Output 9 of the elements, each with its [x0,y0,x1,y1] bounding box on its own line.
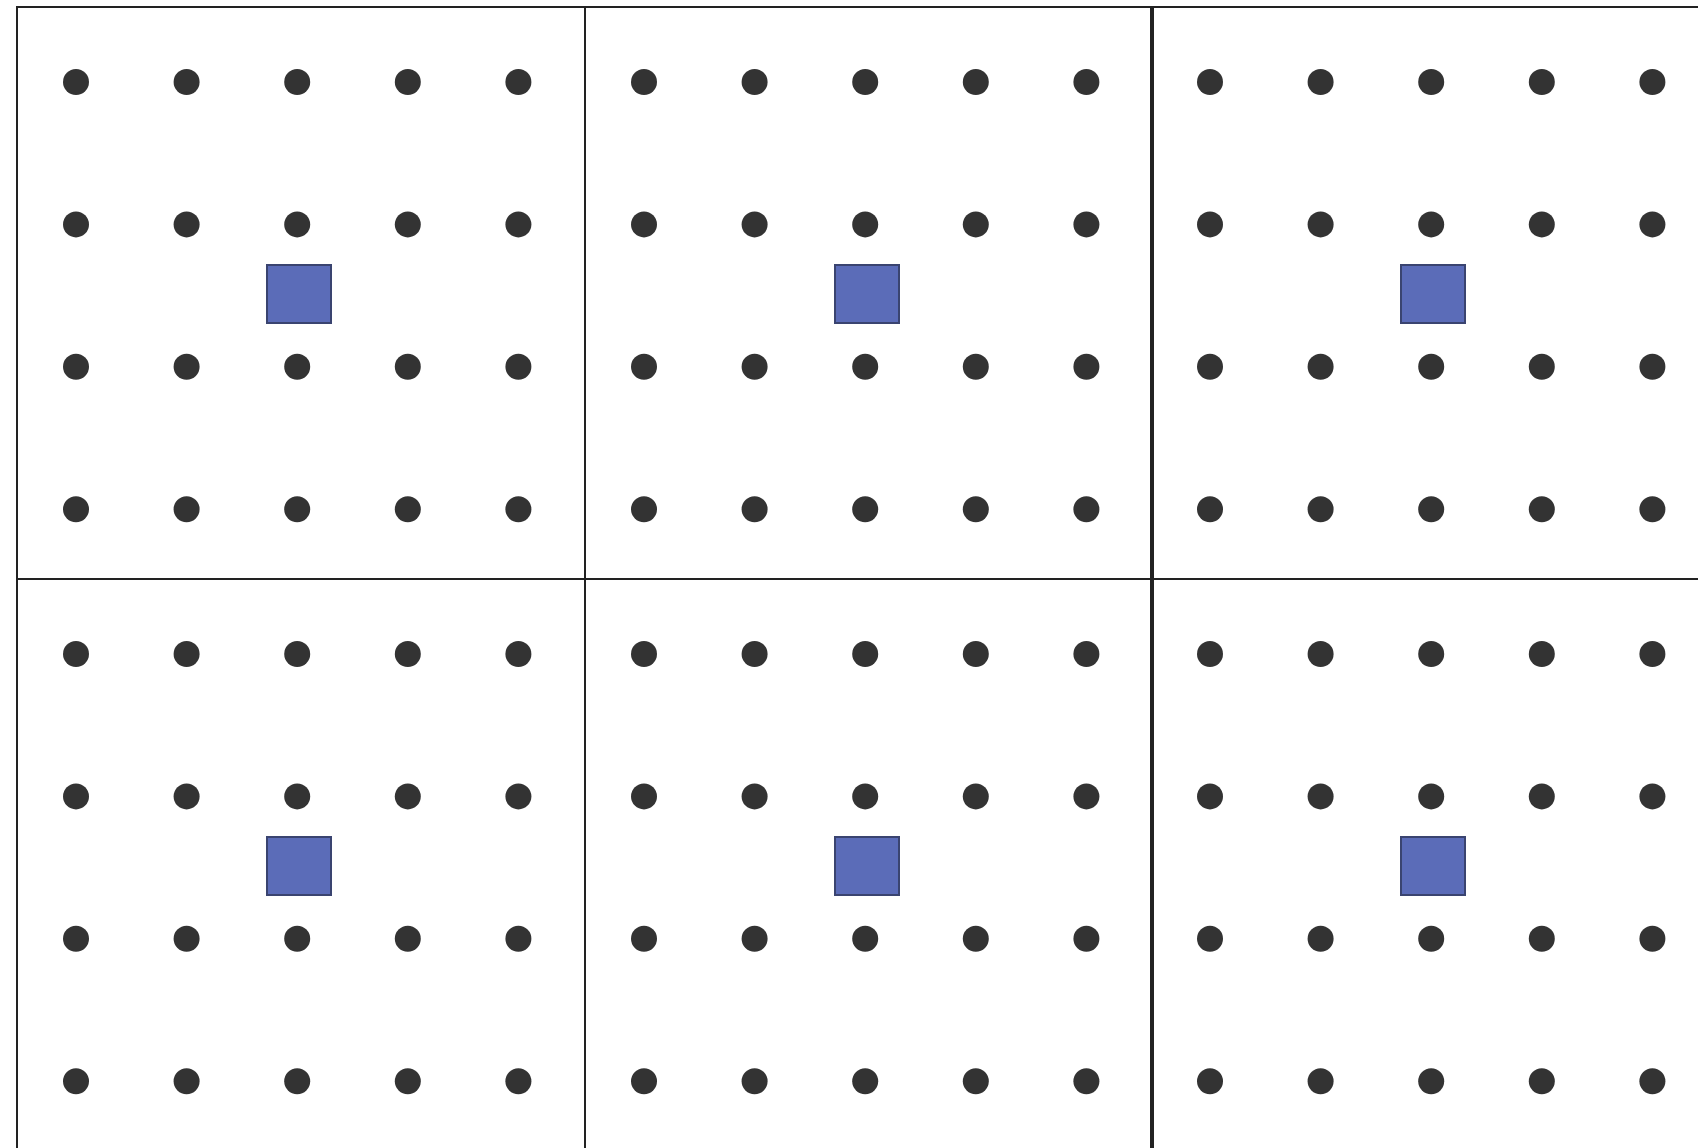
grid-panel [16,6,586,580]
square-marker [833,835,899,895]
square-marker [1400,835,1466,895]
square-marker [1400,264,1466,324]
grid-panel [583,6,1153,580]
square-marker [833,264,899,324]
square-marker [266,264,332,324]
grid-panel [1150,6,1698,580]
square-marker [266,835,332,895]
